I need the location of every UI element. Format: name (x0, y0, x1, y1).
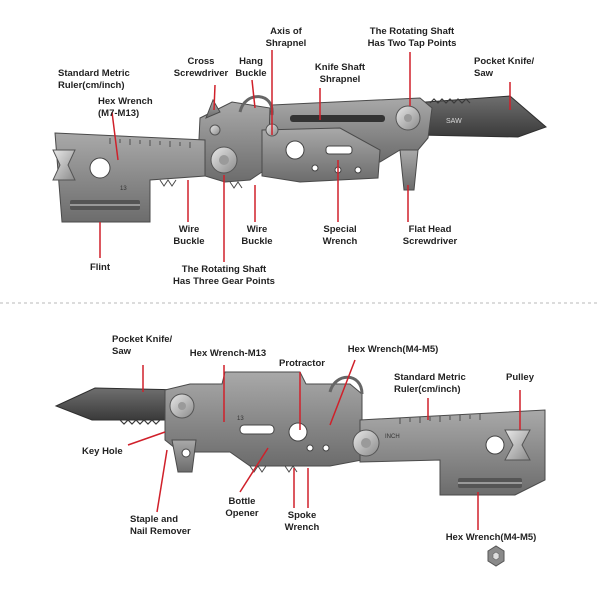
top-gear-hole (285, 140, 305, 160)
label-hang-buckle: Hang Buckle (235, 56, 267, 79)
bottom-pulley (504, 429, 531, 461)
label-knife-shaft-shrapnel: Knife Shaft Shrapnel (314, 62, 366, 85)
label-rotating-shaft-three: The Rotating Shaft Has Three Gear Points (173, 264, 275, 287)
top-wrench-slot (325, 145, 353, 155)
top-knife-blade (411, 95, 547, 138)
top-cross-driver (205, 98, 221, 119)
bottom-body-13: 13 (237, 416, 244, 422)
label-staple-nail-remover: Staple and Nail Remover (130, 514, 191, 537)
label-flat-head-screwdriver: Flat Head Screwdriver (402, 224, 458, 247)
label-pulley: Pulley (506, 372, 534, 383)
label-hex-wrench-m4-bottom: Hex Wrench(M4-M5) (445, 532, 537, 543)
label-metric-ruler-top: Standard Metric Ruler(cm/inch) (58, 68, 130, 91)
top-shrapnel-slot (290, 115, 385, 122)
top-pulley (52, 149, 76, 181)
label-key-hole: Key Hole (82, 446, 123, 457)
top-pointers (99, 50, 511, 262)
top-saw-teeth (429, 98, 471, 104)
top-ruler-13: 13 (120, 186, 127, 192)
label-hex-wrench-m13: Hex Wrench-M13 (189, 348, 267, 359)
top-ruler-ticks (109, 138, 191, 148)
label-flint: Flint (89, 262, 111, 273)
label-hex-wrench-m4-top: Hex Wrench(M4-M5) (347, 344, 439, 355)
top-multitool: SAW 13 (52, 95, 547, 223)
label-spoke-wrench: Spoke Wrench (284, 510, 320, 533)
bottom-ruler-ticks (399, 414, 481, 424)
label-wire-buckle-1: Wire Buckle (173, 224, 205, 247)
bottom-pointers (127, 359, 521, 530)
label-metric-ruler-bottom: Standard Metric Ruler(cm/inch) (394, 372, 466, 395)
label-cross-screwdriver: Cross Screwdriver (173, 56, 229, 79)
label-axis-shrapnel: Axis of Shrapnel (265, 26, 307, 49)
bottom-saw-teeth (119, 419, 161, 425)
label-bottle-opener: Bottle Opener (225, 496, 259, 519)
label-special-wrench: Special Wrench (322, 224, 358, 247)
label-rotating-shaft-two: The Rotating Shaft Has Two Tap Points (367, 26, 457, 49)
bottom-bottle-slot (239, 424, 275, 435)
bottom-multitool: 13 INCH (54, 371, 546, 496)
inch-engraving: INCH (385, 434, 400, 440)
label-hex-wrench-m7: Hex Wrench (M7-M13) (98, 96, 153, 119)
label-pocket-knife-top: Pocket Knife/ Saw (474, 56, 535, 79)
label-protractor: Protractor (279, 358, 325, 369)
saw-engraving: SAW (446, 118, 462, 125)
bottom-protractor-hole (288, 422, 308, 442)
label-pocket-knife-bottom: Pocket Knife/ Saw (112, 334, 173, 357)
top-ruler-arm (54, 132, 206, 223)
label-wire-buckle-2: Wire Buckle (241, 224, 273, 247)
hex-nut-icon (487, 545, 505, 567)
top-flat-screwdriver (399, 149, 419, 191)
